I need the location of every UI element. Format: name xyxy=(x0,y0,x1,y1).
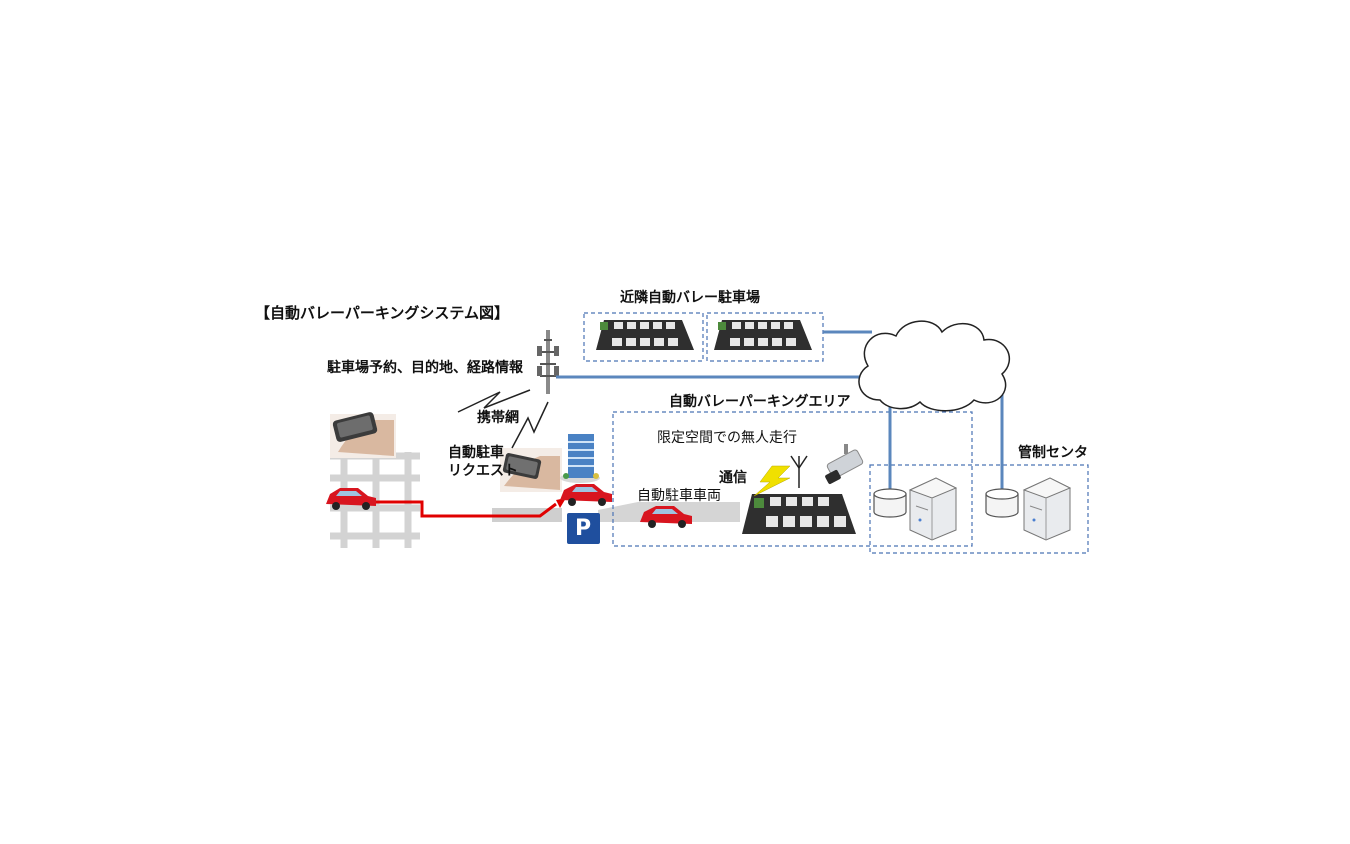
cloud-icon xyxy=(858,320,1011,412)
database-icon xyxy=(873,488,907,518)
parking-lot-icon xyxy=(596,320,694,350)
nearby-lots-label: 近隣自動バレー駐車場 xyxy=(620,290,760,306)
server-icon xyxy=(908,477,958,541)
wireless-link xyxy=(457,389,549,449)
mobile-network-label: 携帯網 xyxy=(477,410,519,426)
auto-parking-vehicle-label: 自動駐車車両 xyxy=(637,488,721,504)
unmanned-driving-label: 限定空間での無人走行 xyxy=(657,430,797,446)
car-icon xyxy=(326,488,376,510)
diagram-title: 【自動バレーパーキングシステム図】 xyxy=(255,304,509,322)
parking-sign-letter: P xyxy=(575,516,592,541)
valet-area-label: 自動バレーパーキングエリア xyxy=(669,394,851,410)
building-icon xyxy=(560,434,600,483)
dashed-frames xyxy=(583,312,1089,554)
parking-sign xyxy=(567,513,600,544)
server-icon xyxy=(1022,477,1072,541)
cell-tower-icon xyxy=(537,330,559,394)
communication-label: 通信 xyxy=(719,470,747,486)
parking-lot-icon xyxy=(714,320,812,350)
parking-request-label: 自動駐車 リクエスト xyxy=(448,445,518,479)
database-icon xyxy=(985,488,1019,518)
road-to-parking xyxy=(492,502,740,522)
lightning-icon xyxy=(753,465,791,497)
car-icon xyxy=(560,484,612,506)
route-line xyxy=(372,498,566,518)
car-icon xyxy=(640,506,692,528)
smartphone-hand-icon xyxy=(330,412,396,458)
security-camera-icon xyxy=(825,444,864,484)
network-lines xyxy=(556,330,1004,492)
smartphone-hand-icon xyxy=(500,448,562,492)
parking-lot-icon xyxy=(742,494,856,534)
control-center-label: 管制センタ xyxy=(1018,445,1088,461)
reservation-info-label: 駐車場予約、目的地、経路情報 xyxy=(327,360,523,376)
antenna-icon xyxy=(790,455,808,488)
